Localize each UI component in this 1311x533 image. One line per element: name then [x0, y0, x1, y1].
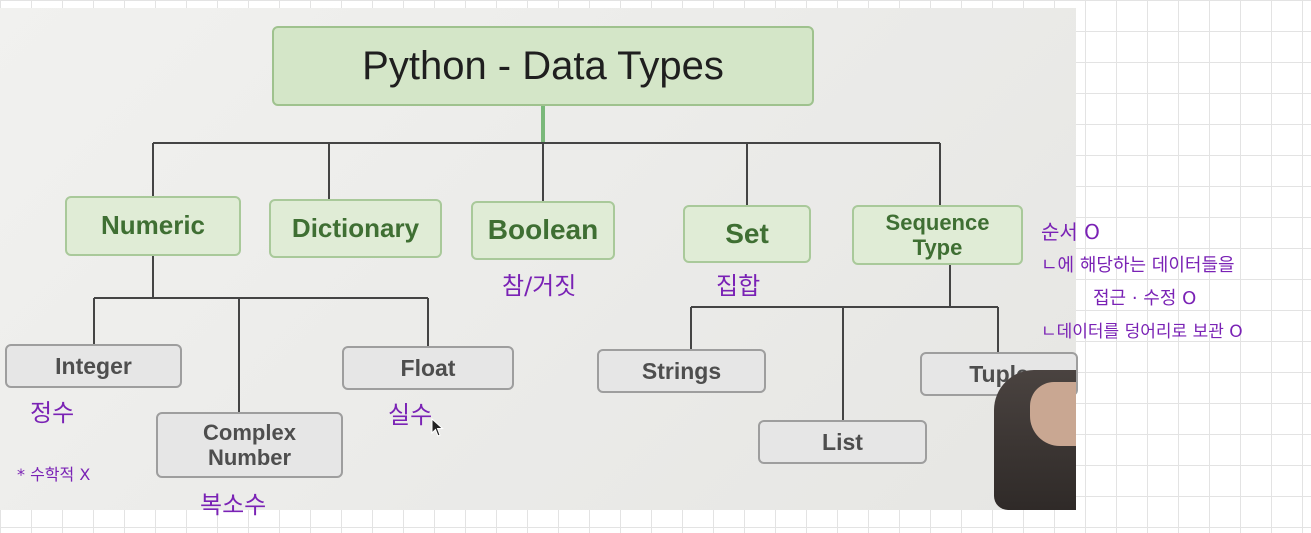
annotation-math-note: * 수학적 X	[17, 465, 91, 484]
annotation-complex-ko: 복소수	[200, 491, 267, 519]
node-integer-label: Integer	[55, 352, 132, 379]
node-complex-number-label: Complex Number	[203, 419, 296, 470]
node-sequence-type-label: Sequence Type	[885, 209, 990, 260]
node-dictionary-label: Dictionary	[291, 212, 420, 243]
node-list-label: List	[822, 428, 863, 455]
annotation-set-ko: 집합	[716, 272, 761, 300]
annotation-sequence-note-1: 순서 O	[1041, 220, 1100, 244]
annotation-sequence-note-4: ㄴ데이터를 덩어리로 보관 O	[1041, 322, 1243, 342]
node-float-label: Float	[400, 354, 456, 381]
annotation-sequence-note-3: 접근 · 수정 O	[1093, 288, 1197, 309]
node-set-label: Set	[725, 217, 769, 249]
node-complex-number: Complex Number	[156, 412, 343, 478]
annotation-boolean-ko: 참/거짓	[502, 272, 577, 300]
node-sequence-type: Sequence Type	[852, 205, 1023, 265]
diagram-title: Python - Data Types	[272, 26, 814, 106]
node-boolean: Boolean	[471, 201, 615, 260]
node-set: Set	[683, 205, 811, 263]
node-strings-label: Strings	[641, 357, 722, 384]
node-float: Float	[342, 346, 514, 390]
annotation-integer-ko: 정수	[30, 399, 75, 427]
node-list: List	[758, 420, 927, 464]
node-integer: Integer	[5, 344, 182, 388]
mouse-cursor-icon	[431, 418, 444, 437]
annotation-float-ko: 실수	[388, 401, 433, 429]
annotation-sequence-note-2: ㄴ에 해당하는 데이터들을	[1041, 255, 1235, 276]
node-numeric: Numeric	[65, 196, 241, 256]
node-strings: Strings	[597, 349, 766, 393]
node-numeric-label: Numeric	[100, 210, 206, 241]
node-dictionary: Dictionary	[269, 199, 442, 258]
diagram-title-text: Python - Data Types	[362, 44, 724, 88]
presenter-hand	[1030, 382, 1076, 446]
node-boolean-label: Boolean	[487, 214, 599, 246]
